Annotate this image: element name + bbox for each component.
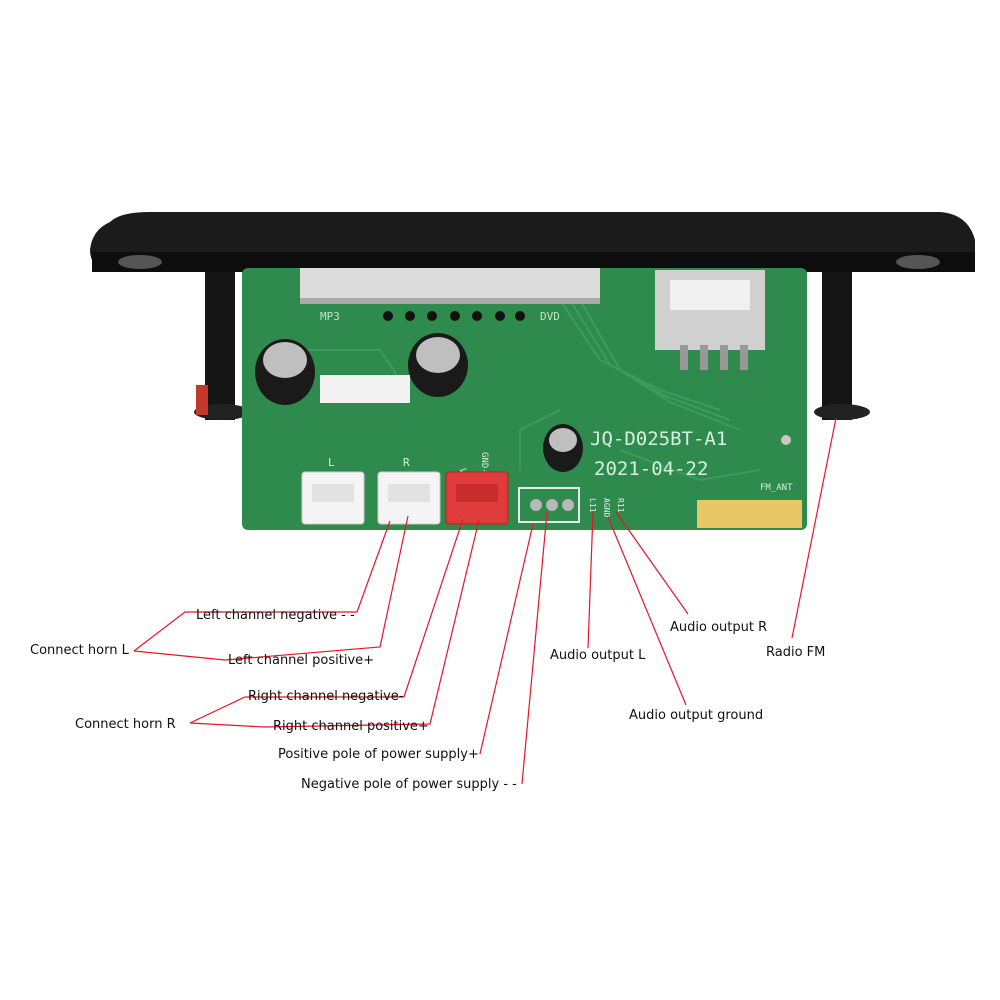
silk-gnd: GND- bbox=[479, 452, 489, 474]
leader-right-negative bbox=[189, 518, 464, 724]
front-bezel bbox=[90, 212, 975, 272]
leader-left-positive bbox=[133, 515, 409, 661]
sd-card-slot: MP3 DVD bbox=[300, 268, 600, 323]
mounting-legs bbox=[194, 272, 870, 420]
leader-power-positive bbox=[479, 523, 534, 755]
label-audio-out-ground: Audio output ground bbox=[629, 708, 764, 723]
label-connect-horn-r: Connect horn R bbox=[75, 717, 176, 732]
leader-audio-r bbox=[615, 511, 689, 615]
chip-label bbox=[320, 375, 410, 403]
silk-agnd: AGND bbox=[602, 498, 611, 517]
silk-mp3: MP3 bbox=[320, 310, 340, 323]
connector-horn-l bbox=[301, 471, 365, 525]
silk-rout: R11 bbox=[616, 498, 625, 513]
board-model: JQ-D025BT-A1 bbox=[590, 428, 727, 450]
usb-port bbox=[655, 270, 765, 370]
label-power-negative: Negative pole of power supply - - bbox=[301, 777, 517, 792]
leader-right-positive bbox=[189, 519, 480, 728]
label-right-negative: Right channel negative- bbox=[248, 689, 404, 704]
silk-l: L bbox=[328, 456, 335, 469]
capacitor-large-mid bbox=[408, 333, 468, 397]
label-connect-horn-l: Connect horn L bbox=[30, 643, 129, 658]
label-left-negative: Left channel negative - - bbox=[196, 608, 355, 623]
label-audio-out-l: Audio output L bbox=[550, 648, 646, 663]
label-radio-fm: Radio FM bbox=[766, 645, 826, 660]
label-left-positive: Left channel positive+ bbox=[228, 653, 375, 668]
capacitor-small bbox=[543, 424, 583, 472]
leader-audio-l bbox=[587, 511, 594, 649]
board-date: 2021-04-22 bbox=[594, 458, 708, 480]
connector-power bbox=[445, 471, 509, 525]
leader-audio-ground bbox=[607, 516, 687, 706]
label-right-positive: Right channel positive+ bbox=[273, 719, 429, 734]
silk-r: R bbox=[403, 456, 410, 469]
leader-power-negative bbox=[521, 511, 548, 785]
silk-fm-ant: FM_ANT bbox=[760, 483, 793, 493]
leader-left-negative bbox=[133, 520, 391, 652]
label-power-positive: Positive pole of power supply+ bbox=[278, 747, 479, 762]
silk-lout: L11 bbox=[588, 498, 597, 513]
leader-radio-fm bbox=[791, 417, 837, 639]
capacitor-large-left bbox=[255, 339, 315, 405]
leader-lines bbox=[133, 417, 837, 785]
connector-horn-r bbox=[377, 471, 441, 525]
audio-out-header bbox=[518, 487, 580, 523]
silk-dvd: DVD bbox=[540, 310, 560, 323]
label-audio-out-r: Audio output R bbox=[670, 620, 768, 635]
